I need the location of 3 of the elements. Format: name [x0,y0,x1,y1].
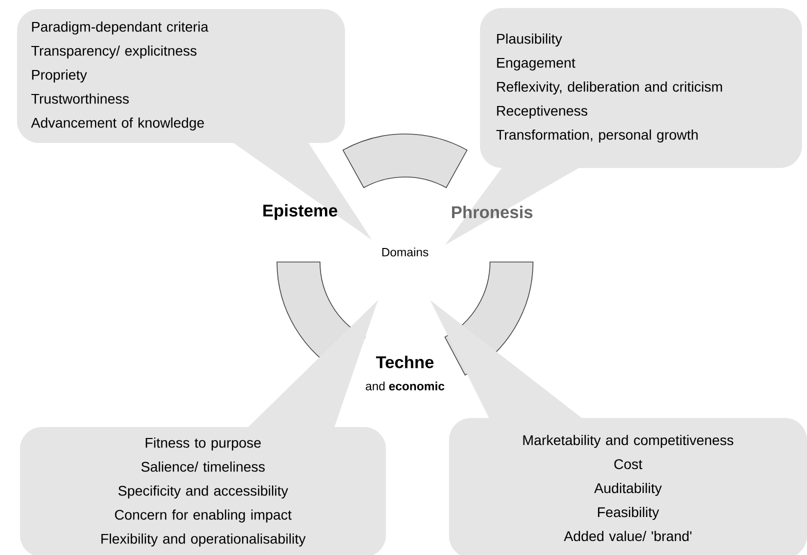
domain-label: Phronesis [452,206,532,218]
domain-label: Episteme [263,204,338,220]
domain-label: Domains [382,248,428,256]
